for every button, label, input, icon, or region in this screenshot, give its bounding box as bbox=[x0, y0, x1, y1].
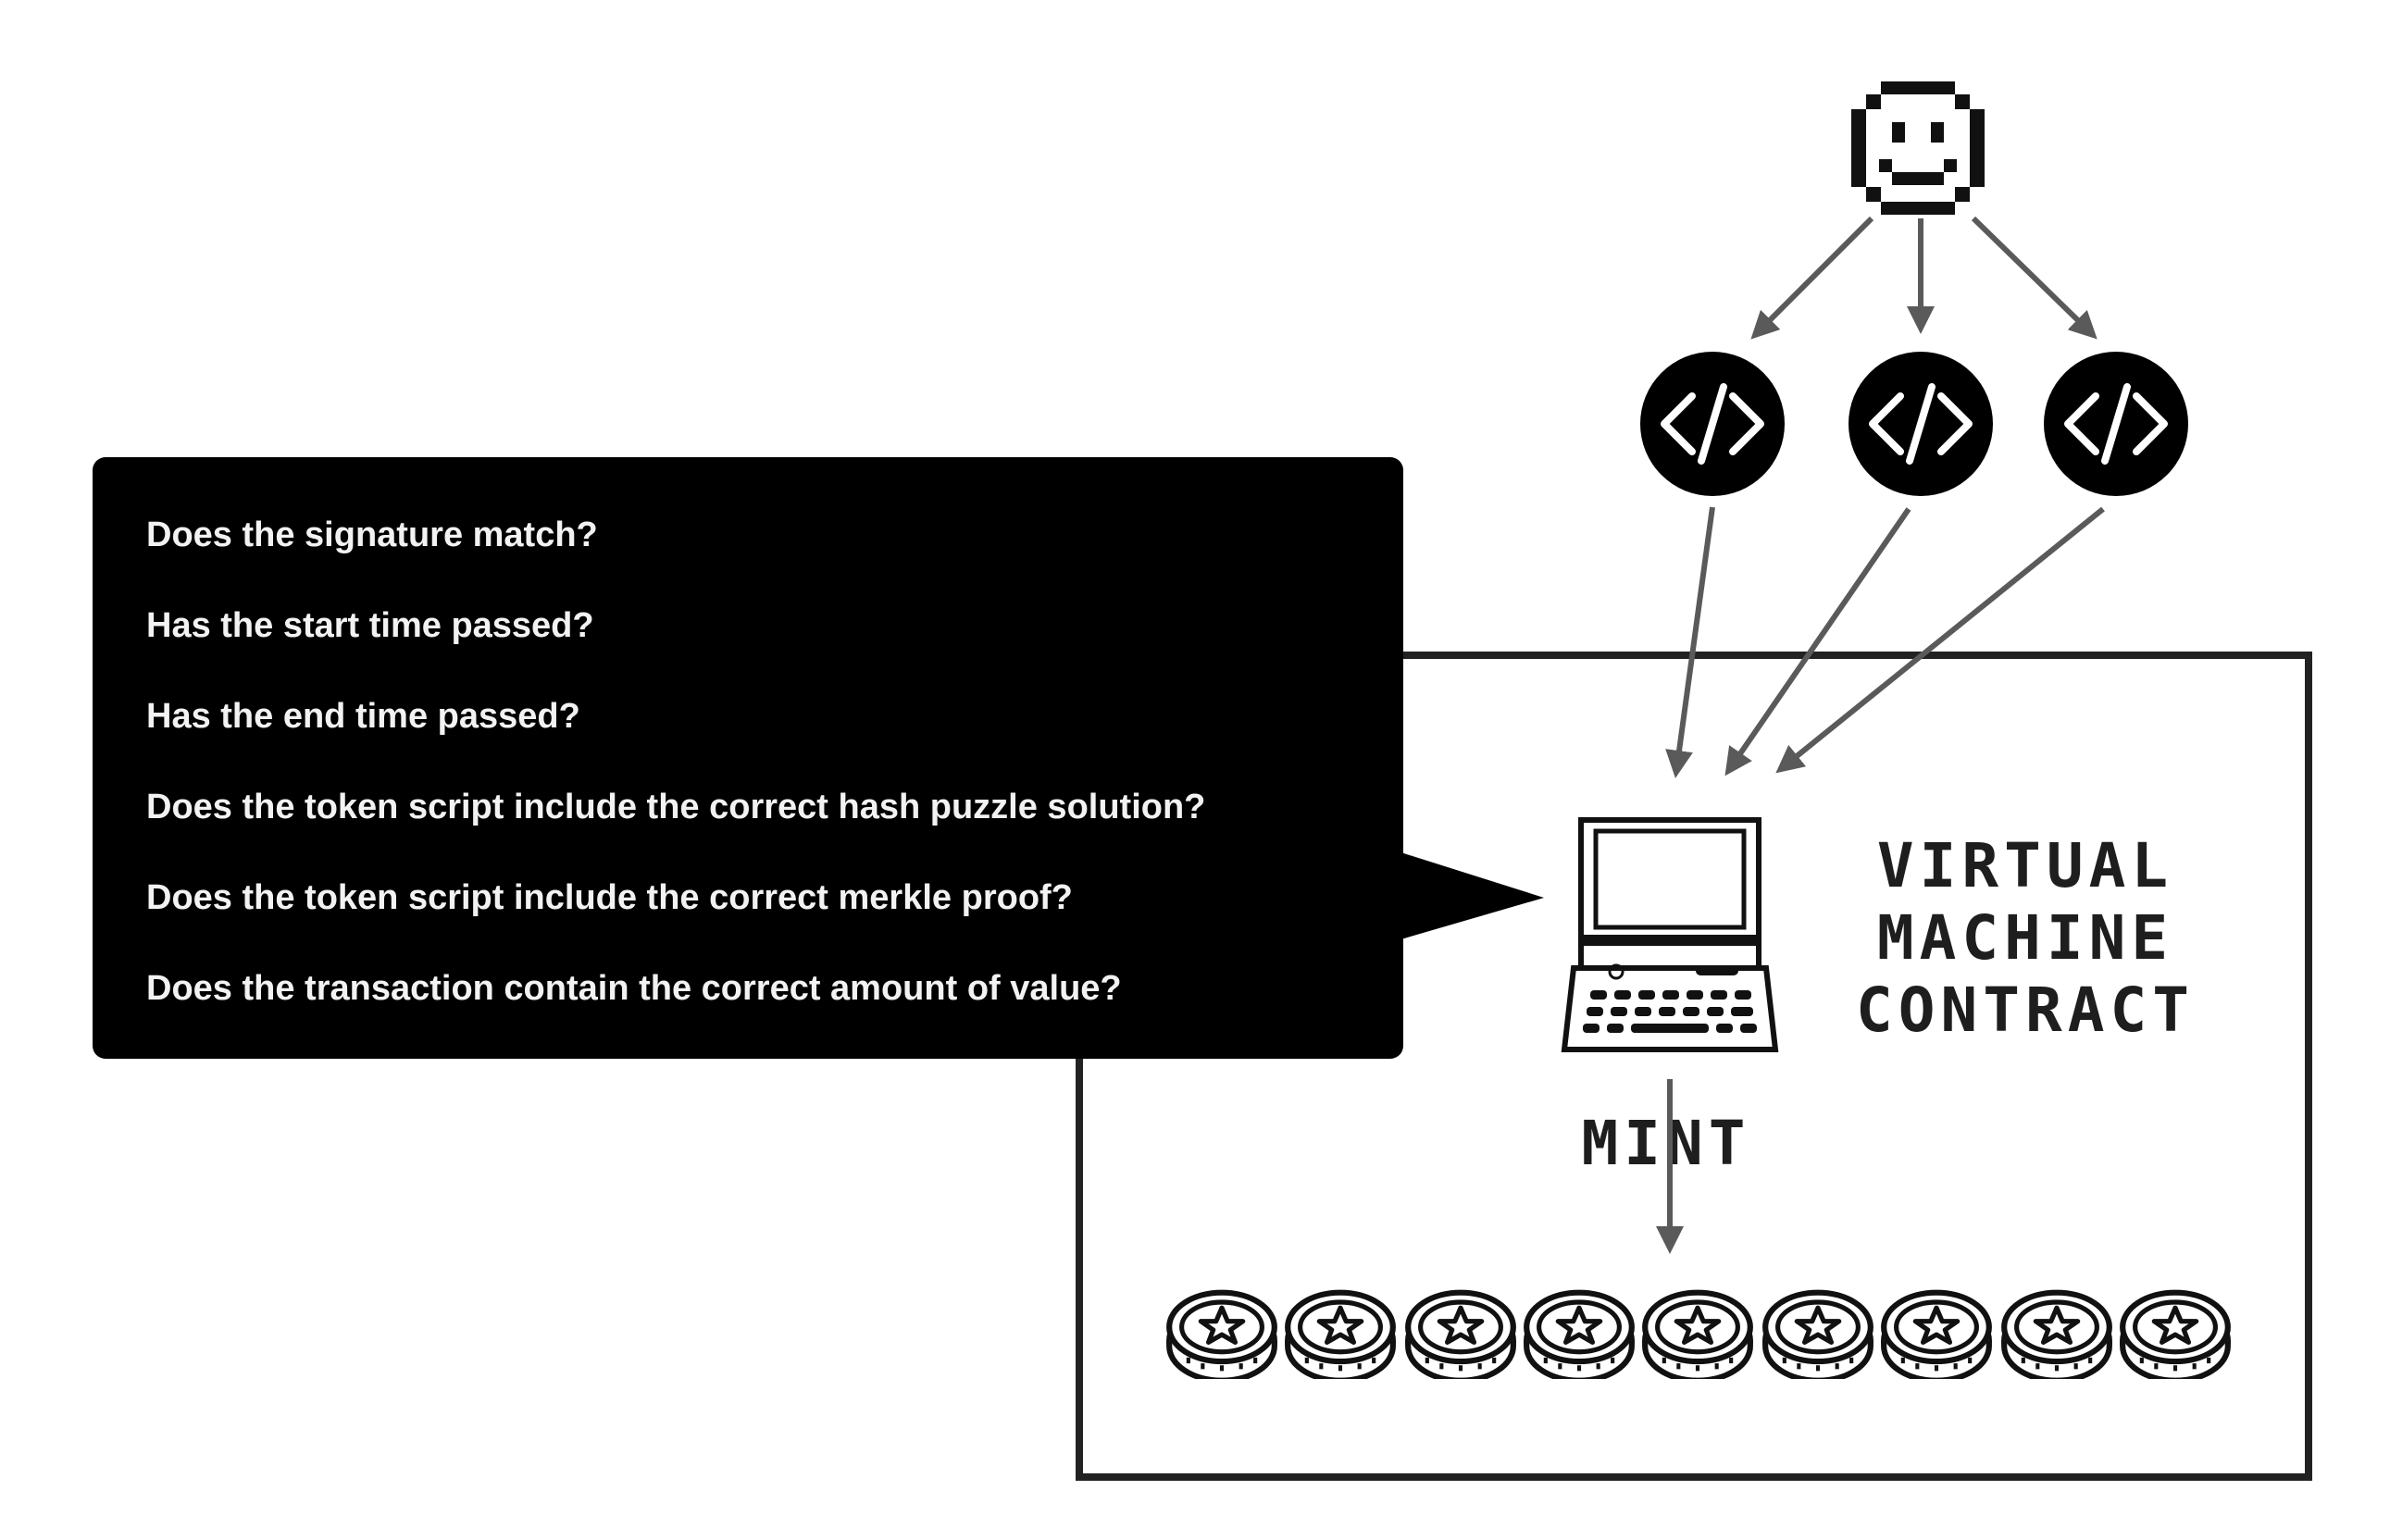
condition-item: Has the end time passed? bbox=[146, 697, 580, 736]
conditions-bubble bbox=[93, 457, 1544, 1059]
condition-item: Does the token script include the correc… bbox=[146, 788, 1205, 826]
star-coin-icon bbox=[1884, 1293, 1989, 1381]
contract-title-line: CONTRACT bbox=[1856, 975, 2195, 1046]
star-coin-icon bbox=[1288, 1293, 1393, 1381]
star-coin-icon bbox=[1169, 1293, 1275, 1381]
contract-title-line: VIRTUAL bbox=[1877, 830, 2173, 901]
code-icon bbox=[1849, 352, 1993, 496]
condition-item: Does the token script include the correc… bbox=[146, 878, 1073, 917]
code-icon bbox=[2044, 352, 2188, 496]
condition-item: Has the start time passed? bbox=[146, 606, 594, 645]
condition-item: Does the signature match? bbox=[146, 515, 598, 554]
script-to-computer-arrows bbox=[1665, 506, 2105, 778]
mint-label: MINT bbox=[1582, 1108, 1751, 1179]
condition-item: Does the transaction contain the correct… bbox=[146, 969, 1122, 1008]
conditions-list: Does the signature match? Has the start … bbox=[146, 515, 1205, 1008]
star-coin-icon bbox=[2004, 1293, 2110, 1381]
smiley-face-icon bbox=[1851, 81, 1985, 215]
star-coin-icon bbox=[1765, 1293, 1871, 1381]
contract-title-line: MACHINE bbox=[1877, 902, 2173, 974]
star-coin-icon bbox=[1645, 1293, 1750, 1381]
user-to-script-arrows bbox=[1750, 216, 2097, 340]
star-coin-icon bbox=[1408, 1293, 1513, 1381]
token-coins bbox=[1169, 1293, 2228, 1381]
retro-computer-icon bbox=[1561, 817, 1779, 1052]
code-icon bbox=[1640, 352, 1785, 496]
contract-title: VIRTUAL MACHINE CONTRACT bbox=[1856, 830, 2195, 1046]
star-coin-icon bbox=[2122, 1293, 2228, 1381]
star-coin-icon bbox=[1526, 1293, 1632, 1381]
